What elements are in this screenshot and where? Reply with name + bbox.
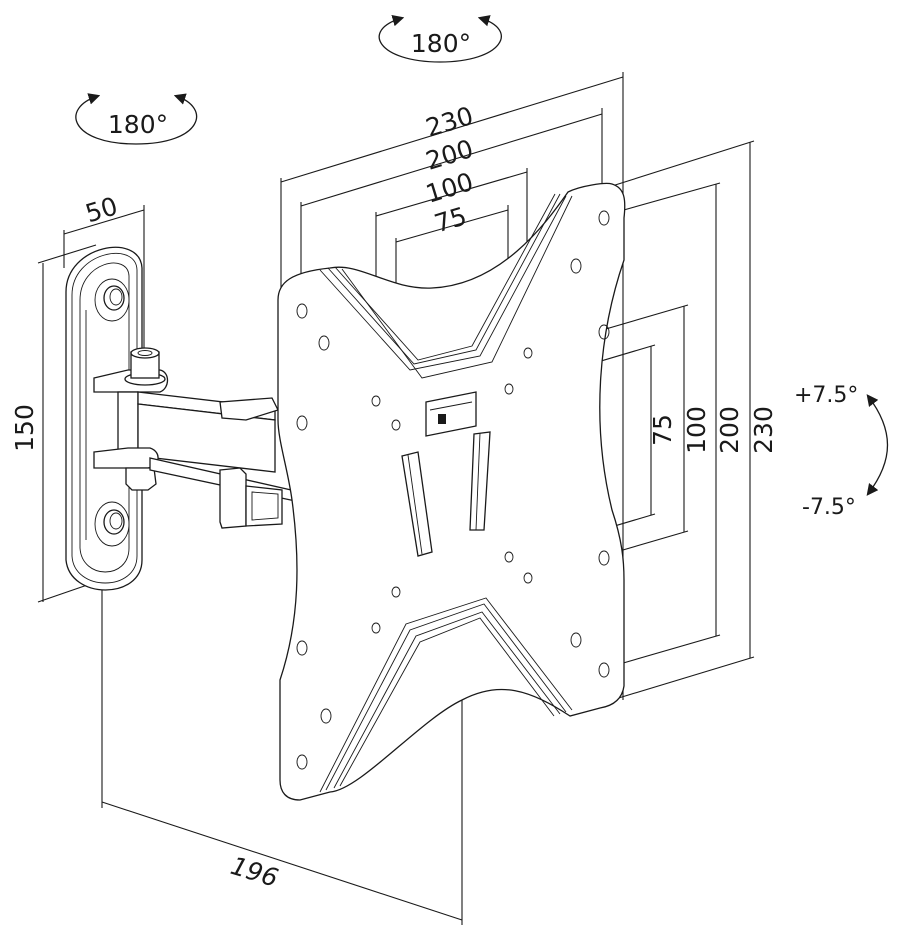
dim-label-v-100: 100 [682,406,711,454]
mounting-holes [296,210,610,770]
dim-depth [101,585,463,925]
dim-wall-plate-width [63,205,145,350]
dim-label-wall-plate-width: 50 [82,191,121,228]
hinge-bolt-icon [124,347,166,386]
wall-bolt-top-icon [94,278,130,322]
tilt-arrow-icon [866,394,888,496]
swivel-arm [93,347,301,529]
dim-label-wall-plate-height: 150 [10,404,39,452]
dim-vertical-230 [611,140,755,701]
rotate-arrow-icon [75,93,197,145]
dim-label-v-200: 200 [715,406,744,454]
vesa-plate [277,182,626,801]
dim-label-depth: 196 [227,851,281,893]
dim-label-v-75: 75 [648,414,677,446]
tilt-indicator: +7.5° -7.5° [794,383,888,520]
dim-label-h-75: 75 [431,201,470,238]
slot-left [401,451,433,557]
dim-label-v-230: 230 [749,406,778,454]
wall-bolt-bottom-icon [94,501,130,547]
plate-swivel-indicator: 180° [378,14,502,63]
tilt-minus-label: -7.5° [802,495,856,520]
lock-mechanism-icon [425,391,477,437]
arm-swivel-indicator: 180° [75,93,197,145]
wall-plate [65,246,143,591]
arm-swivel-label: 180° [108,110,168,139]
tilt-plus-label: +7.5° [794,383,858,408]
slot-right [469,431,491,531]
rotate-arrow-icon [378,14,502,63]
plate-swivel-label: 180° [411,29,471,58]
